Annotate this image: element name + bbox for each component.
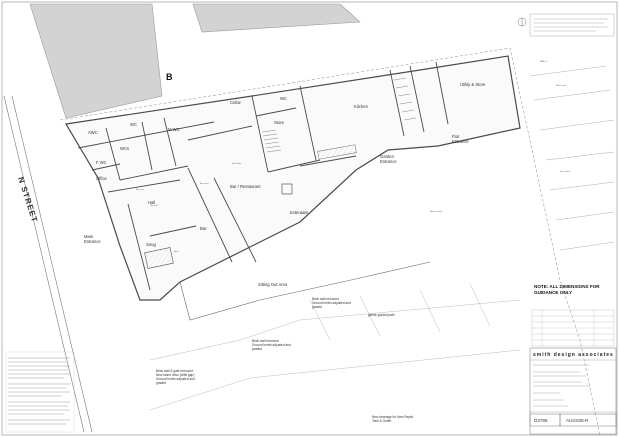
svg-text:New floor: New floor: [232, 162, 242, 165]
room-wcs: WCs: [120, 146, 129, 151]
neighbouring-building-left: [29, 3, 163, 119]
sitting-out-boundary: [179, 261, 431, 321]
room-bar-restaurant: Bar / Restaurant: [230, 184, 261, 189]
svg-text:Slab: Slab: [300, 213, 305, 215]
svg-text:Gas meter: Gas meter: [560, 170, 570, 173]
stairs: [261, 77, 417, 153]
revision-code: AUG035-R: [566, 418, 589, 423]
room-kitchen: Kitchen: [354, 104, 369, 109]
svg-text:Rm size: Rm size: [150, 205, 159, 207]
internal-walls: [77, 61, 449, 291]
room-f-wc: F WC: [96, 160, 107, 165]
room-office: Office: [96, 176, 108, 181]
title-block: smith design associates D3786 AUG035-R: [529, 347, 617, 435]
drawing-number: D3786: [534, 418, 548, 423]
top-notes-box: [529, 13, 615, 37]
svg-text:Rm size: Rm size: [136, 189, 145, 191]
room-utility-store: Utility & Store: [460, 82, 486, 87]
column-fixture: [281, 183, 293, 195]
room-wc: WC: [130, 122, 137, 127]
room-wc-small: WC: [280, 96, 287, 101]
street-edge: [3, 95, 93, 433]
svg-text:Bar area: Bar area: [200, 182, 209, 185]
room-m-wc: M WC: [168, 127, 180, 132]
minor-annotations: Rm size Bar area New floor Rm size Area …: [136, 60, 570, 253]
room-awc: AWC: [88, 130, 98, 135]
company-name: smith design associates: [533, 352, 614, 358]
room-extension: Extension: [290, 210, 309, 215]
room-hall: Hall: [148, 200, 155, 205]
bar-counter: [144, 247, 174, 269]
room-cellar: Cellar: [230, 100, 242, 105]
neighbouring-building-top: [192, 3, 361, 33]
room-bar: Bar: [200, 226, 207, 231]
room-store: Store: [274, 120, 285, 125]
garden-plots: [149, 283, 521, 411]
street-label: N STREET: [16, 176, 39, 224]
revision-table: [531, 309, 615, 347]
room-snug: Snug: [146, 242, 156, 247]
kitchen-worktop: [317, 144, 357, 160]
parking-bays: [529, 65, 615, 251]
svg-text:Block wall: Block wall: [556, 85, 566, 87]
svg-text:WALLS: WALLS: [540, 60, 548, 63]
building-outline: [65, 55, 521, 301]
general-notes-block: [5, 351, 75, 433]
svg-text:Area: Area: [174, 250, 179, 253]
section-marker: B: [166, 72, 173, 82]
annotation-gentle-path: gentle graded path: [368, 313, 395, 317]
svg-text:Block facing: Block facing: [430, 211, 443, 213]
area-sitting-out: Sitting Out Area: [258, 282, 288, 287]
north-arrow: [517, 17, 527, 27]
